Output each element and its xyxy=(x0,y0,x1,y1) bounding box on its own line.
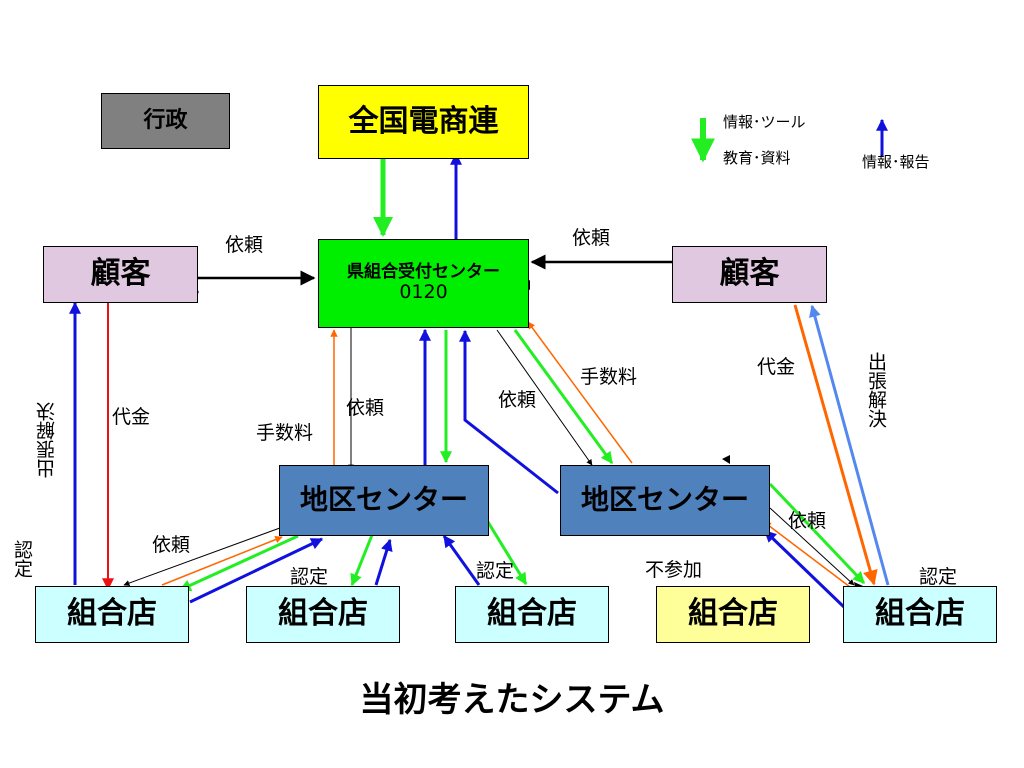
node-customer-left-label: 顧客 xyxy=(90,256,151,292)
label-nintei-shop5: 認定 xyxy=(919,566,958,588)
node-shop-1: 組合店 xyxy=(35,586,189,643)
node-district-right-label: 地区センター xyxy=(580,483,749,517)
node-shop-3: 組合店 xyxy=(455,586,609,643)
label-irai-top-right: 依頼 xyxy=(572,227,611,249)
label-irai-shop5: 依頼 xyxy=(788,510,827,532)
arrow-district-left-to-shop2-green xyxy=(350,529,376,587)
arrow-shop5-fee xyxy=(763,521,855,591)
node-shop-3-label: 組合店 xyxy=(487,596,577,632)
label-irai-diagonal: 依頼 xyxy=(498,389,537,411)
node-district-left: 地区センター xyxy=(279,465,489,536)
label-irai-bottom-left: 依頼 xyxy=(152,534,191,556)
node-zenkoku: 全国電商連 xyxy=(318,85,529,159)
node-customer-left: 顧客 xyxy=(43,246,198,303)
label-tesuryo-left: 手数料 xyxy=(256,422,314,444)
node-shop-4: 組合店 xyxy=(656,586,810,643)
label-daikin-left: 代金 xyxy=(112,406,151,428)
node-district-right: 地区センター xyxy=(560,465,770,536)
node-shop-2-label: 組合店 xyxy=(278,596,368,632)
node-gyosei: 行政 xyxy=(101,93,230,149)
label-tesuryo-right: 手数料 xyxy=(580,366,638,388)
arrow-district-right-fee xyxy=(527,321,633,464)
legend-blue-label: 情報･報告 xyxy=(862,153,930,171)
arrow-center-to-district-right-request xyxy=(496,329,593,466)
node-district-left-label: 地区センター xyxy=(299,483,468,517)
node-shop-5: 組合店 xyxy=(843,586,997,643)
node-center-label: 県組合受付センター xyxy=(347,261,500,282)
label-irai-center-down: 依頼 xyxy=(346,397,385,419)
node-shop-5-label: 組合店 xyxy=(875,596,965,632)
label-daikin-right: 代金 xyxy=(757,356,796,378)
label-nintei-shop2: 認定 xyxy=(290,566,329,588)
arrow-shop1-fee xyxy=(161,536,283,586)
legend-green-label-1: 情報･ツール xyxy=(723,113,806,131)
node-shop-2: 組合店 xyxy=(246,586,400,643)
arrow-district-left-to-shop1-green xyxy=(178,534,299,592)
node-center-number: 0120 xyxy=(399,281,448,304)
node-customer-right-label: 顧客 xyxy=(719,256,780,292)
arrow-shop3-to-district-left-blue xyxy=(442,535,481,586)
arrow-shop5-to-customer-right-visit xyxy=(809,304,890,586)
arrow-customer-right-payment xyxy=(793,304,878,586)
arrow-center-to-district-right-green xyxy=(513,329,614,464)
arrow-shop1-to-district-left-blue xyxy=(189,537,324,604)
node-shop-4-label: 組合店 xyxy=(688,596,778,632)
label-fusanka: 不参加 xyxy=(645,559,703,581)
arrowhead-mark xyxy=(722,455,730,464)
arrow-district-left-to-shop3-green xyxy=(486,521,528,586)
arrow-district-right-to-shop5-request xyxy=(769,507,855,586)
label-shutcho-right: 出張解決 xyxy=(865,352,887,428)
arrow-shop5-to-district-right-blue xyxy=(763,529,847,610)
arrow-shop2-to-district-left-blue xyxy=(374,538,393,586)
arrow-district-right-to-shop5-green xyxy=(768,482,866,585)
legend-green-label-2: 教育･資料 xyxy=(723,149,791,167)
node-customer-right: 顧客 xyxy=(672,246,827,303)
label-nintei-left: 認定 xyxy=(11,540,33,578)
label-shutcho-left: 出張解決 xyxy=(36,402,58,478)
node-gyosei-label: 行政 xyxy=(143,108,188,134)
node-shop-1-label: 組合店 xyxy=(67,596,157,632)
node-center: 県組合受付センター 0120 xyxy=(318,239,529,328)
diagram-title: 当初考えたシステム xyxy=(359,680,665,720)
arrow-district-left-to-shop1-request xyxy=(123,524,289,586)
arrow-district-right-to-center-blue xyxy=(459,329,559,495)
label-nintei-shop3: 認定 xyxy=(476,560,515,582)
node-zenkoku-label: 全国電商連 xyxy=(348,103,499,139)
label-irai-top-left: 依頼 xyxy=(225,234,264,256)
